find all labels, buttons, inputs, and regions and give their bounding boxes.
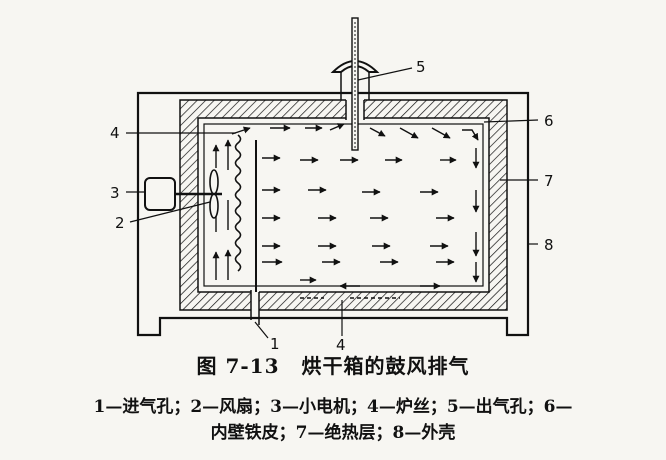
inlet-gap: [251, 290, 259, 312]
heater-wire: [234, 134, 242, 272]
label-5: 5: [416, 58, 426, 76]
outer-shell: [136, 91, 530, 337]
label-6: 6: [544, 112, 554, 130]
label-8: 8: [544, 236, 554, 254]
label-4-bottom: 4: [336, 336, 346, 350]
airflow-left-channel: [212, 139, 232, 280]
airflow-right-bottom: [300, 148, 480, 299]
airflow-top: [231, 123, 479, 141]
motor: [144, 177, 176, 211]
leader-6: [483, 119, 539, 123]
label-1: 1: [270, 335, 280, 350]
airflow-chamber: [262, 154, 457, 266]
leader-1: [254, 321, 269, 339]
legend-line-2: 内壁铁皮；7—绝热层；8—外壳: [210, 423, 456, 443]
label-2: 2: [115, 214, 125, 232]
figure-legend: 1—进气孔；2—风扇；3—小电机；4—炉丝；5—出气孔；6— 内壁铁皮；7—绝热…: [0, 394, 666, 446]
insulation-layer: [179, 99, 508, 311]
leader-2: [129, 201, 211, 223]
leader-5: [357, 67, 413, 81]
figure-number: 图 7-13: [196, 354, 280, 378]
label-4-left: 4: [110, 124, 120, 142]
legend-line-1: 1—进气孔；2—风扇；3—小电机；4—炉丝；5—出气孔；6—: [93, 397, 573, 417]
figure-title: 烘干箱的鼓风排气: [301, 354, 470, 378]
fan: [209, 169, 219, 219]
label-7: 7: [544, 172, 554, 190]
figure-caption: 图 7-13 烘干箱的鼓风排气: [0, 350, 666, 379]
label-3: 3: [110, 184, 120, 202]
oven-diagram: 1 2 3 4 4 5 6 7 8: [110, 17, 554, 350]
